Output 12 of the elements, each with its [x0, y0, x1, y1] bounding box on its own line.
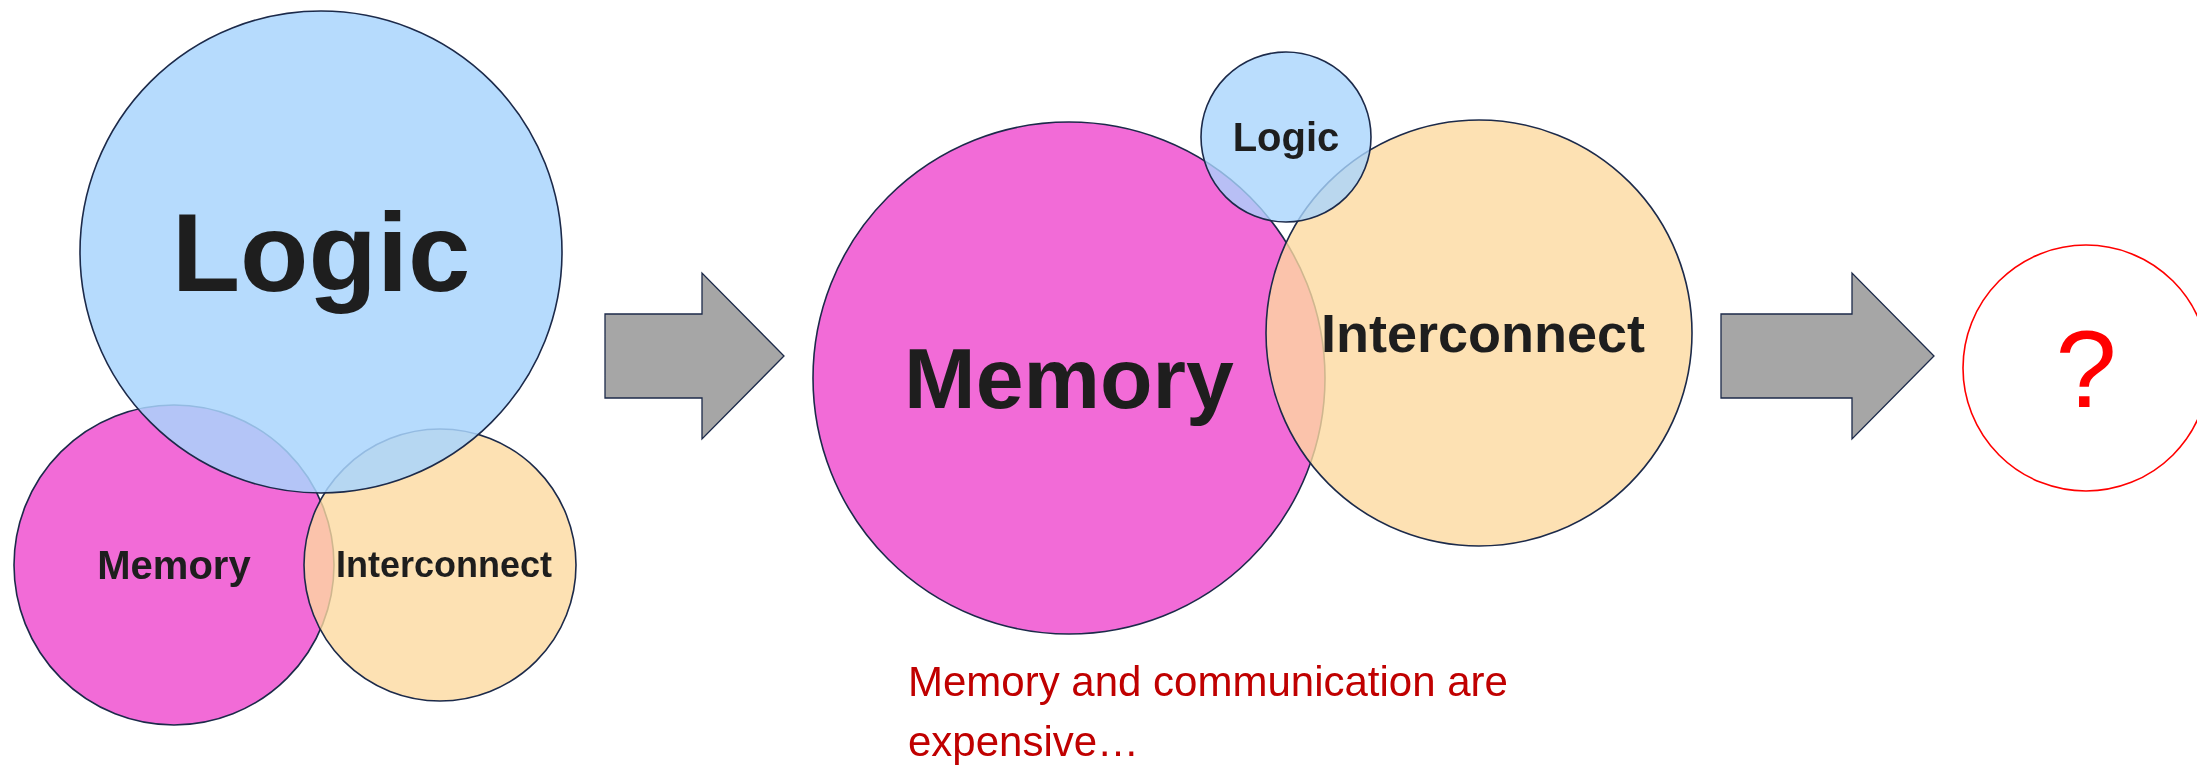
- block-arrow: [1720, 271, 1935, 441]
- block-arrow: [604, 271, 785, 441]
- logic-circle: [1200, 51, 1372, 223]
- circle-label: Memory: [904, 328, 1234, 428]
- circle-label: Interconnect: [335, 544, 552, 586]
- circle-label: ?: [2055, 305, 2117, 432]
- circle-label: Memory: [97, 542, 251, 588]
- note-text: Memory and communication are expensive…: [908, 657, 1509, 767]
- circle-label: Interconnect: [1320, 302, 1646, 364]
- logic-circle: [79, 10, 563, 494]
- circle-label: Logic: [1232, 114, 1340, 160]
- circle-label: Logic: [171, 188, 471, 317]
